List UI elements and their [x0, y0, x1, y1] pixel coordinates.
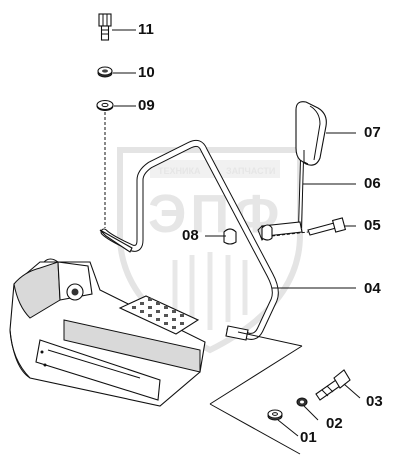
- nut-10: [97, 66, 113, 78]
- callout-11: 11: [138, 21, 154, 38]
- washer-09: [96, 99, 114, 111]
- hardware-callout-box: [209, 331, 303, 455]
- bolt-05: [271, 217, 347, 237]
- callout-08: 08: [182, 227, 199, 244]
- watermark-text-left: ТЕХНИКА: [158, 166, 201, 176]
- callout-10: 10: [138, 64, 155, 81]
- callout-02: 02: [326, 415, 343, 432]
- leader-03: [343, 383, 361, 399]
- lock-washer-02: [296, 397, 308, 407]
- callout-09: 09: [138, 97, 155, 114]
- callout-06: 06: [364, 175, 381, 192]
- watermark-text-right: ЗАПЧАСТИ: [226, 166, 275, 176]
- step-grating: [118, 295, 200, 335]
- leader-01: [277, 419, 299, 437]
- bolt-03: [315, 369, 351, 401]
- callout-04: 04: [364, 280, 381, 297]
- callout-03: 03: [366, 393, 383, 410]
- bolt-11: [98, 13, 112, 41]
- pad-07: [295, 101, 327, 166]
- leader-02: [303, 405, 319, 421]
- watermark-main-text: ЭПФ: [148, 184, 283, 244]
- washer-01: [267, 409, 283, 421]
- callout-05: 05: [364, 217, 381, 234]
- callout-01: 01: [300, 429, 317, 446]
- support-rod-04: [99, 139, 279, 341]
- clamp-08: [223, 224, 273, 245]
- cab-platform: [9, 258, 206, 407]
- callout-07: 07: [364, 124, 381, 141]
